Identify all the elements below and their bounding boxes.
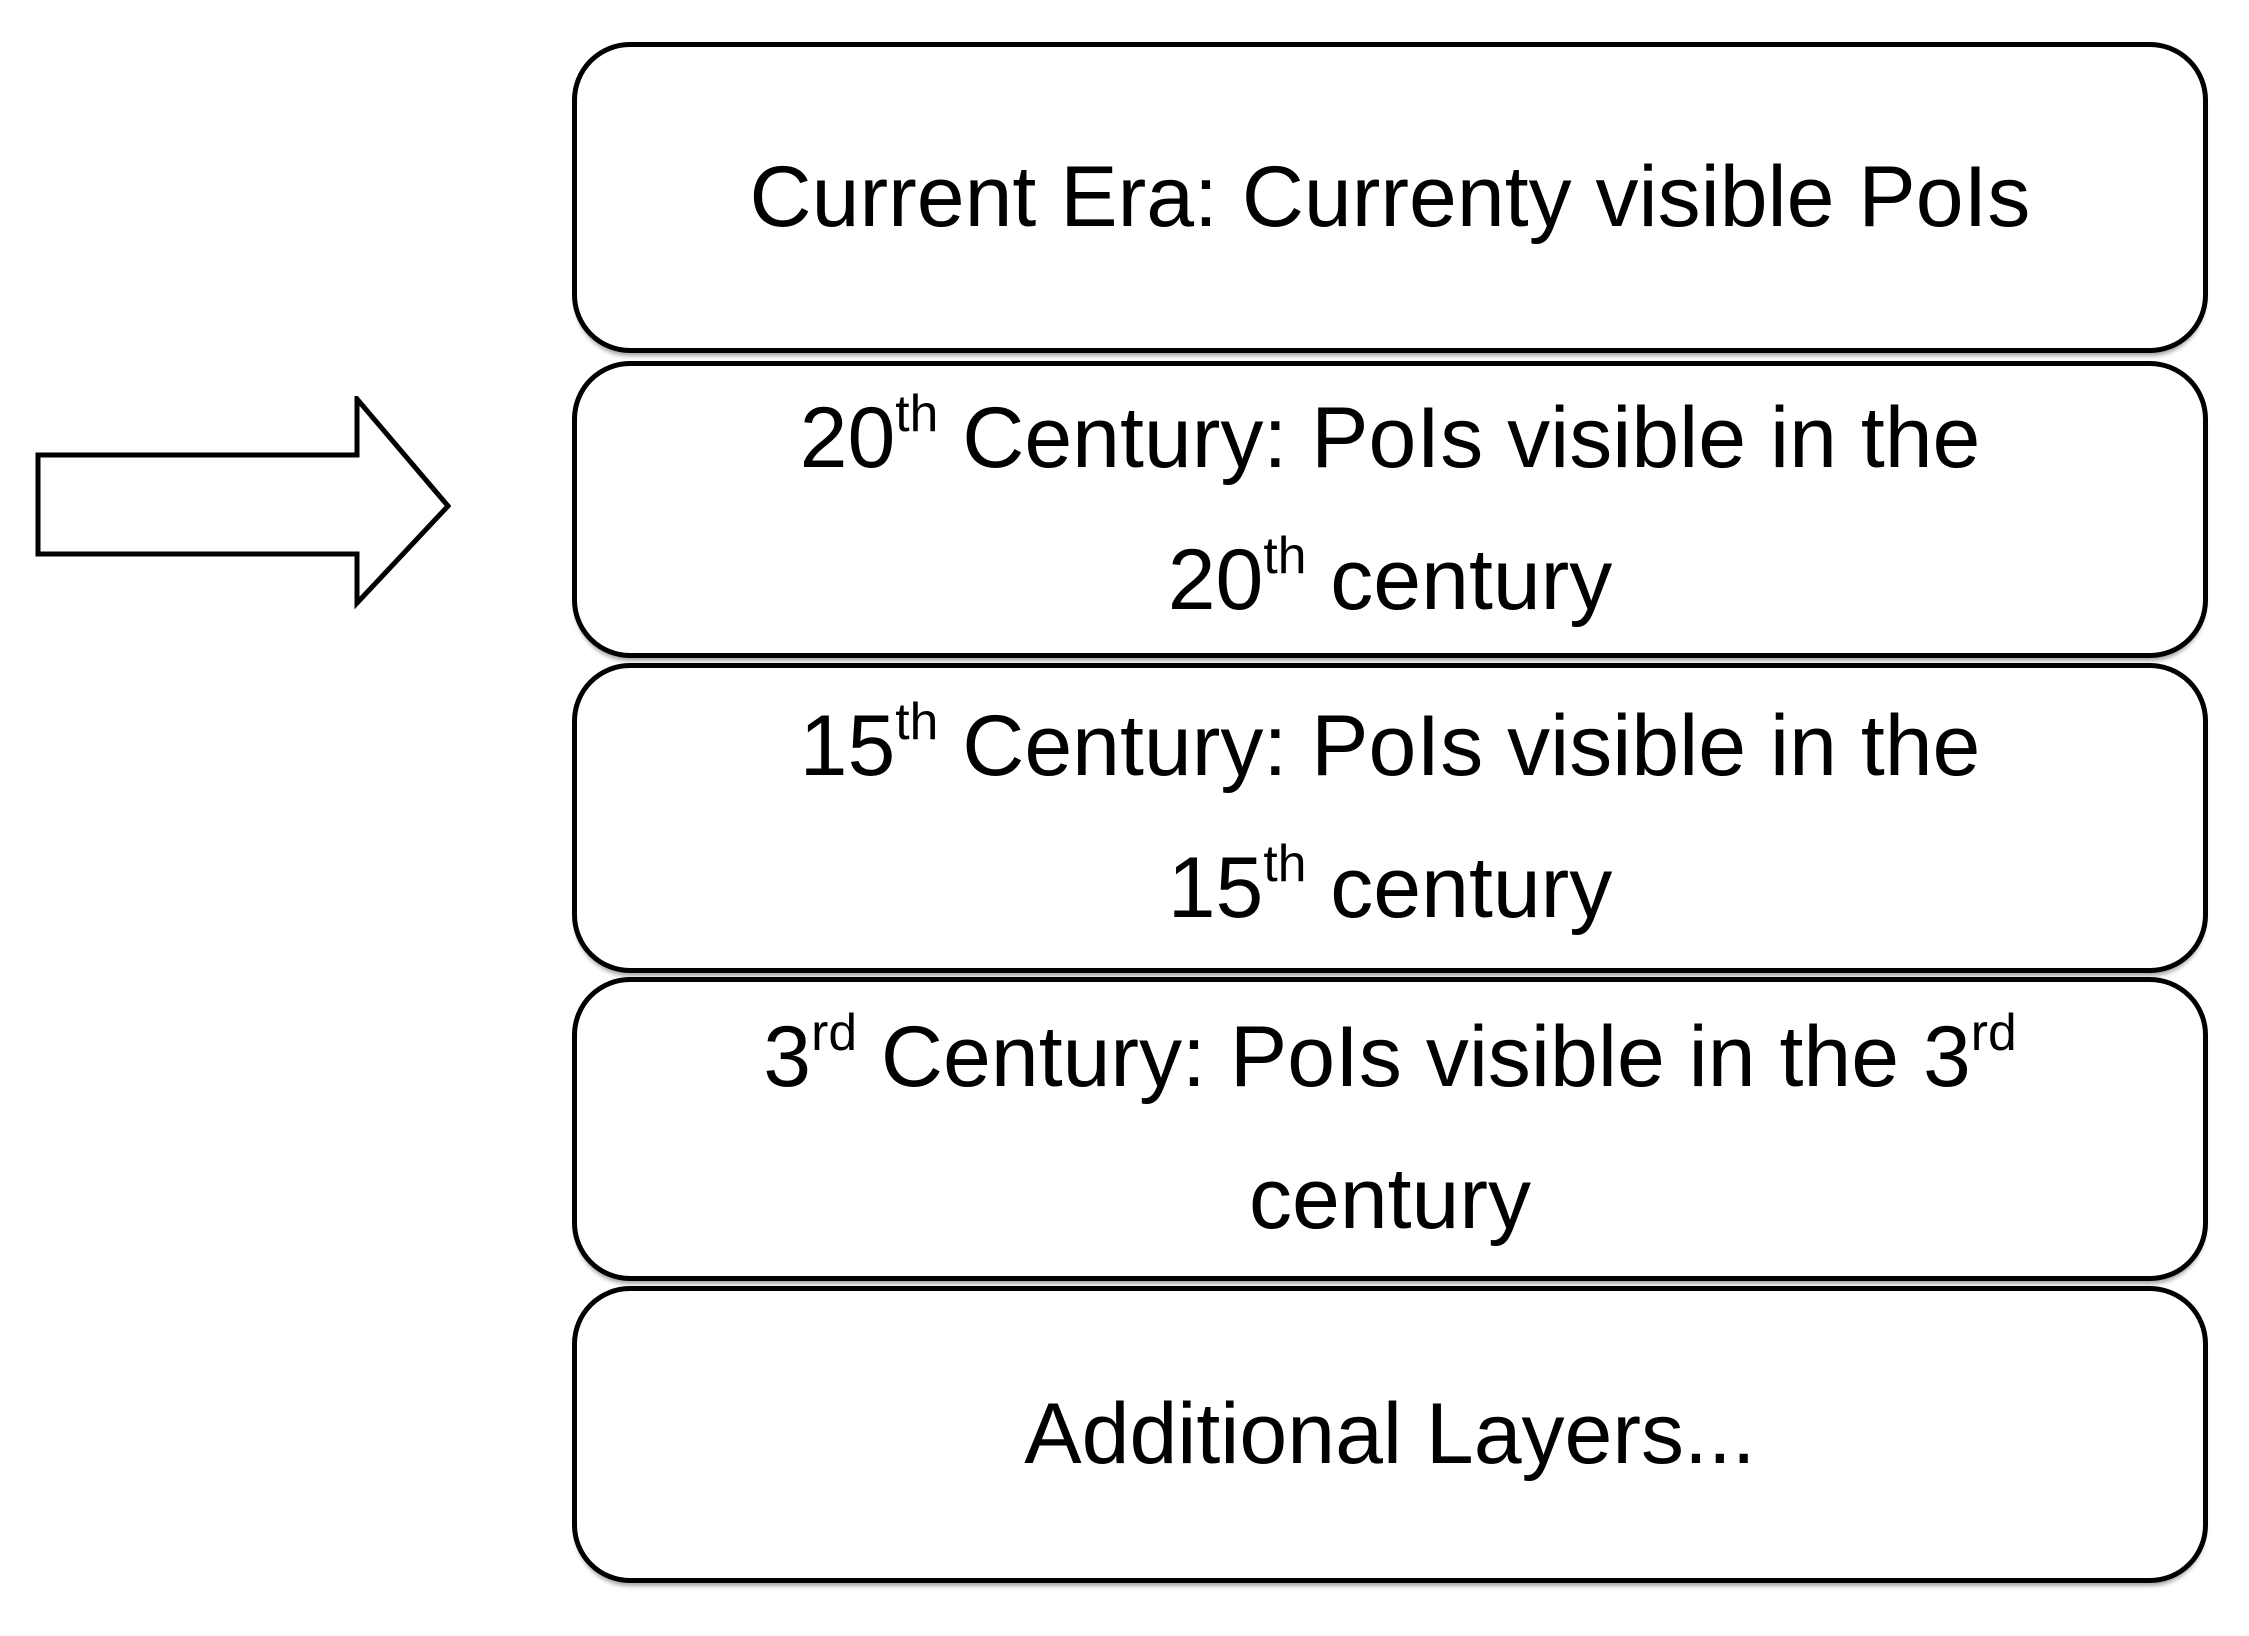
layer-box-current-era-line1: Current Era: Currenty visible PoIs: [750, 127, 2031, 269]
layer-text: 3: [763, 1009, 812, 1106]
layer-text: Current Era: Currenty visible PoIs: [749, 148, 2031, 245]
ordinal-superscript: rd: [1970, 1003, 2017, 1062]
right-block-arrow-icon: [35, 396, 451, 610]
layer-box-15th-century-line2: 15th century: [1168, 818, 1613, 960]
ordinal-superscript: th: [1263, 834, 1307, 893]
layer-box-3rd-century-line1: 3rd Century: PoIs visible in the 3rd: [763, 987, 2016, 1129]
layer-text: 15: [799, 698, 896, 795]
ordinal-superscript: th: [895, 692, 939, 751]
layer-text: 20: [1167, 531, 1264, 628]
layer-text: Century: PoIs visible in the: [938, 698, 1981, 795]
ordinal-superscript: th: [895, 383, 939, 442]
ordinal-superscript: rd: [811, 1003, 858, 1062]
layer-box-20th-century-line1: 20th Century: PoIs visible in the: [800, 368, 1981, 510]
layer-text: Century: PoIs visible in the: [938, 389, 1981, 486]
layer-text: Century: PoIs visible in the 3: [857, 1009, 1971, 1106]
layer-box-20th-century-line2: 20th century: [1168, 510, 1613, 652]
layer-text: Additional Layers...: [1024, 1385, 1756, 1482]
layer-box-additional-layers-line1: Additional Layers...: [1024, 1364, 1755, 1506]
layer-box-15th-century: 15th Century: PoIs visible in the 15th c…: [572, 663, 2208, 973]
layer-box-additional-layers: Additional Layers...: [572, 1286, 2208, 1583]
layer-box-3rd-century-line2: century: [1249, 1129, 1531, 1271]
ordinal-superscript: th: [1263, 525, 1307, 584]
layer-text: 15: [1167, 840, 1264, 936]
layer-text: 20: [799, 389, 896, 486]
layer-box-current-era: Current Era: Currenty visible PoIs: [572, 42, 2208, 353]
layer-text: century: [1306, 531, 1613, 628]
layer-box-3rd-century: 3rd Century: PoIs visible in the 3rd cen…: [572, 977, 2208, 1281]
layer-box-20th-century: 20th Century: PoIs visible in the 20th c…: [572, 361, 2208, 658]
layer-text: century: [1248, 1151, 1532, 1247]
layer-box-15th-century-line1: 15th Century: PoIs visible in the: [800, 676, 1981, 818]
layer-text: century: [1306, 840, 1613, 936]
